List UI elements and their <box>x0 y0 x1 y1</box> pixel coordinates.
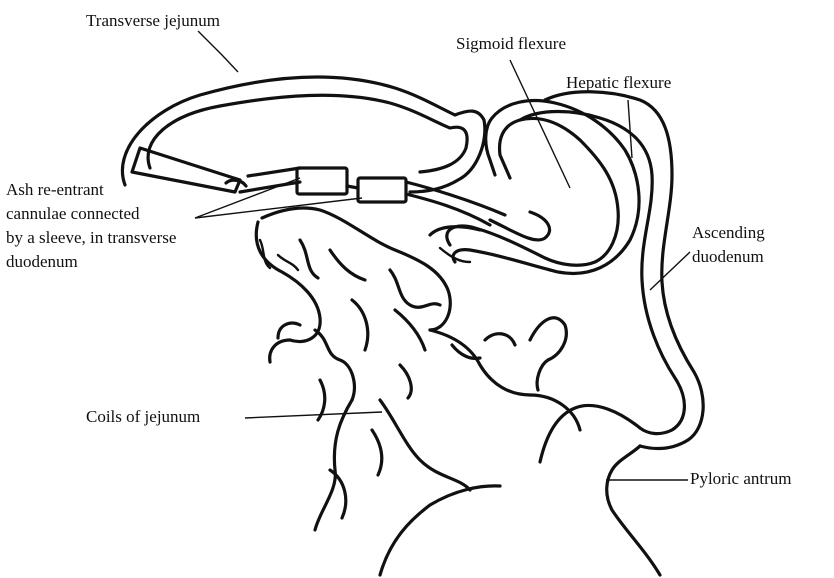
leader-sigmoid-flexure <box>510 60 570 188</box>
label-sigmoid-flexure: Sigmoid flexure <box>456 33 566 55</box>
label-ash-line4: duodenum <box>6 251 78 273</box>
transverse-duodenum-tube <box>132 148 300 192</box>
label-coils-of-jejunum: Coils of jejunum <box>86 406 200 428</box>
label-pyloric-antrum: Pyloric antrum <box>690 468 792 490</box>
transverse-jejunum-loop <box>122 77 484 192</box>
label-ascending-line1: Ascending <box>692 222 765 244</box>
leader-transverse-jejunum <box>198 31 238 72</box>
coils-of-jejunum <box>256 208 580 530</box>
leader-coils-of-jejunum <box>245 412 382 418</box>
label-ash-line1: Ash re-entrant <box>6 179 104 201</box>
label-transverse-jejunum: Transverse jejunum <box>86 10 220 32</box>
ash-cannulae <box>297 168 505 225</box>
label-ash-line3: by a sleeve, in transverse <box>6 227 176 249</box>
pyloric-antrum <box>380 405 660 575</box>
label-ash-line2: cannulae connected <box>6 203 140 225</box>
leader-ascending-duodenum <box>650 252 690 290</box>
label-hepatic-flexure: Hepatic flexure <box>566 72 671 94</box>
label-ascending-line2: duodenum <box>692 246 764 268</box>
leader-hepatic-flexure <box>628 100 632 158</box>
